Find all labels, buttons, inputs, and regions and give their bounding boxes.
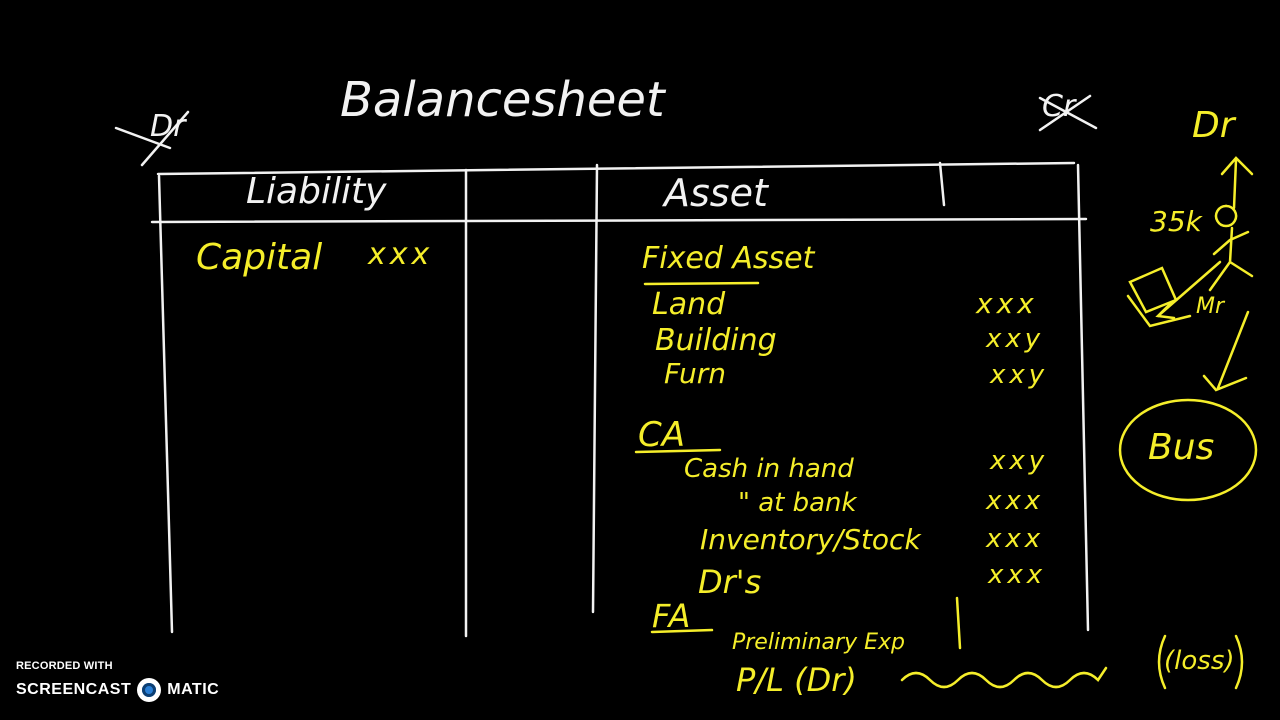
diagram-dr-label: Dr (1192, 105, 1235, 146)
ca-underline (634, 448, 722, 454)
asset-column-header: Asset (664, 171, 768, 215)
capital-value: xxx (368, 237, 434, 272)
brand-right-label: MATIC (167, 681, 220, 698)
liability-column-header: Liability (246, 171, 387, 212)
current-item-cash-at-bank: " at bank (738, 488, 857, 518)
fixed-asset-heading: Fixed Asset (642, 241, 815, 276)
screencast-watermark: RECORDED WITH SCREENCAST MATIC (16, 660, 219, 702)
diagram-business: Bus (1148, 427, 1215, 468)
balance-sheet-title: Balancesheet (340, 72, 665, 128)
arrow-to-business (1202, 310, 1250, 392)
asset-amount-divider (938, 161, 946, 207)
arrow-up-to-dr (1220, 156, 1254, 210)
table-header-line (150, 217, 1088, 224)
fixed-asset-underline (643, 281, 760, 286)
cr-strike (1038, 94, 1098, 132)
fa-underline (650, 628, 714, 634)
current-asset-heading: CA (638, 415, 685, 455)
brand-left-label: SCREENCAST (16, 681, 132, 698)
fa-amount-line (955, 596, 962, 650)
fixed-value-building: xxy (986, 324, 1045, 354)
fixed-value-land: xxx (976, 287, 1038, 320)
current-value-inventory: xxx (986, 524, 1045, 554)
current-value-debtors: xxx (988, 560, 1047, 590)
center-divider (591, 163, 599, 614)
record-logo-icon (137, 678, 162, 702)
table-left-border (157, 174, 174, 634)
person-figure (1208, 204, 1254, 292)
current-item-cash-in-hand: Cash in hand (684, 454, 854, 484)
cr-label: Cr (1042, 89, 1076, 124)
laptop-icon (1126, 266, 1192, 328)
fixed-value-furn: xxy (990, 360, 1049, 390)
fixed-item-furn: Furn (664, 357, 726, 390)
fictitious-asset-heading: FA (652, 597, 691, 635)
business-circle (1118, 398, 1258, 502)
fixed-item-land: Land (652, 287, 726, 322)
current-value-cash-in-hand: xxy (990, 446, 1049, 476)
profit-loss-dr: P/L (Dr) (736, 661, 857, 699)
table-right-border (1076, 163, 1090, 632)
recorded-with-label: RECORDED WITH (16, 660, 113, 672)
capital-label: Capital (196, 237, 323, 278)
diagram-owner: Mr (1196, 294, 1225, 319)
current-item-inventory: Inventory/Stock (700, 523, 921, 556)
arrow-to-laptop (1155, 260, 1222, 320)
current-value-cash-at-bank: xxx (986, 486, 1045, 516)
diagram-amount: 35k (1150, 205, 1202, 238)
dr-label: Dr (150, 109, 186, 144)
loss-bracket (1157, 634, 1244, 690)
current-item-debtors: Dr's (698, 563, 762, 601)
preliminary-expenses: Preliminary Exp (732, 630, 905, 655)
loss-label: (loss) (1164, 646, 1235, 676)
fixed-item-building: Building (655, 323, 777, 358)
loss-wave (900, 666, 1108, 689)
dr-strike (114, 110, 190, 167)
table-top-line (156, 161, 1076, 176)
